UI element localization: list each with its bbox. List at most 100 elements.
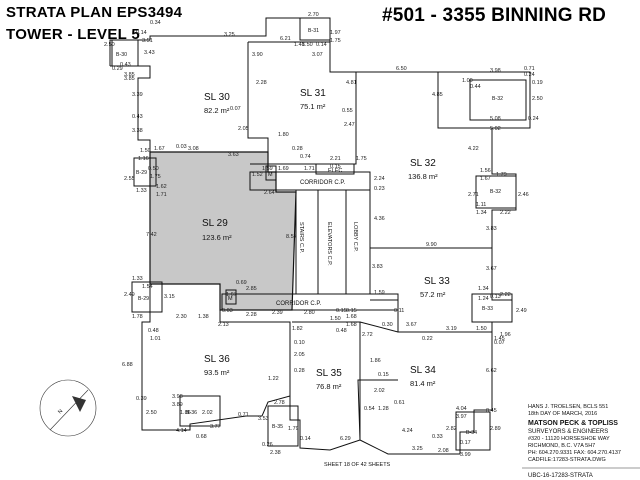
dimension-label: 3.38 [132,128,143,134]
dimension-label: 0.39 [136,396,147,402]
dimension-label: 3.19 [446,326,457,332]
dimension-label: 0.69 [236,280,247,286]
lobby-core [345,189,371,295]
locker-b32-mid[interactable] [475,175,517,209]
b30-label: B-30 [116,52,127,58]
dimension-label: 0.54 [364,406,375,412]
dimension-label: 3.99 [460,452,471,458]
locker-b36[interactable] [179,395,221,427]
surveyor-name: HANS J. TROELSEN, BCLS 551 [528,404,608,410]
sl33-label: SL 33 [424,276,450,287]
dimension-label: 0.48 [148,328,159,334]
firm-address-2: RICHMOND, B.C. V7A 5H7 [528,443,595,449]
dimension-label: 1.54 [142,284,153,290]
dimension-label: 2.02 [202,410,213,416]
dimension-label: 2.08 [438,448,449,454]
dimension-label: 2.80 [304,310,315,316]
dimension-label: 1.34 [478,286,489,292]
dimension-labels: 3.25 6.21 2.70 0.34 2.50 3.51 0.14 3.43 … [104,12,543,458]
dimension-label: 3.67 [486,266,497,272]
surveyor-block: HANS J. TROELSEN, BCLS 551 18th DAY OF M… [528,404,621,463]
m-room-lower [225,289,237,305]
dimension-label: 1.01 [150,336,161,342]
sl35-label: SL 35 [316,368,342,379]
b31-label: B-31 [308,28,319,34]
dimension-label: 1.67 [154,146,165,152]
dimension-label: 1.33 [136,188,147,194]
dimension-label: 0.23 [374,186,385,192]
locker-b32-top[interactable] [469,79,527,121]
sl30-label: SL 30 [204,92,230,103]
dimension-label: 1.71 [304,166,315,172]
dimension-label: 1.48 [294,42,305,48]
sl29-area: 123.6 m² [202,233,232,242]
lot-sl29-fill[interactable] [149,151,297,311]
dimension-label: 0.15 [336,308,347,314]
dimension-label: 1.75 [356,156,367,162]
dimension-label: 3.15 [164,294,175,300]
dimension-label: 0.15 [378,372,389,378]
locker-b33[interactable] [471,293,513,323]
sl34-area: 81.4 m² [410,379,436,388]
locker-b30[interactable] [111,39,139,67]
locker-b29-lower[interactable] [131,281,163,313]
dimension-label: 0.28 [292,146,303,152]
dimension-label: 6.88 [122,362,133,368]
dimension-label: 1.78 [132,314,143,320]
dimension-label: 2.49 [516,308,527,314]
dimension-label: 1.68 [346,314,357,320]
locker-b34[interactable] [455,411,491,451]
dimension-label: 3.85 [124,72,135,78]
dimension-label: 2.05 [294,352,305,358]
locker-b35[interactable] [267,405,299,447]
dimension-label: 0.07 [230,106,241,112]
dimension-label: 3.25 [224,32,235,38]
dimension-label: 1.79 [288,426,299,432]
b29-upper-label: B-29 [136,170,147,176]
dimension-label: 0.14 [136,30,147,36]
dimension-label: 1.16 [138,156,149,162]
dimension-label: 1.50 [302,42,313,48]
dimension-label: 0.48 [336,328,347,334]
dimension-label: 0.22 [422,336,433,342]
dimension-label: 1.50 [140,148,151,154]
sl29-label: SL 29 [202,218,228,229]
dimension-label: 5.08 [490,116,501,122]
dimension-label: 1.38 [198,314,209,320]
lobby-label: LOBBY C.P. [352,222,358,252]
firm-phone: PH: 604.270.9331 FAX: 604.270.4137 [528,450,621,456]
dimension-label: 2.64 [264,190,275,196]
dimension-label: 6.21 [280,36,291,42]
dimension-label: 1.67 [226,292,237,298]
dimension-label: 6.50 [396,66,407,72]
locker-b29-upper[interactable] [133,157,157,187]
elevators-label: ELEVATORS C.P. [326,222,332,266]
dimension-label: 1.75 [150,174,161,180]
building-outline-north [109,17,531,129]
m-room-upper [265,165,277,181]
dimension-label: 0.10 [294,340,305,346]
svg-text:N: N [57,408,64,415]
dimension-label: 0.33 [432,434,443,440]
dimension-label: 0.26 [262,442,273,448]
dimension-label: 2.49 [124,292,135,298]
dimension-label: 4.81 [346,80,357,86]
dimension-label: 2.39 [272,310,283,316]
locker-b31[interactable] [299,17,331,41]
dimension-label: 0.61 [394,400,405,406]
dimension-label: 3.98 [490,68,501,74]
lot-sl30-boundary [110,42,269,153]
dimension-label: 1.34 [476,210,487,216]
b36-label: B-36 [186,410,197,416]
dimension-label: 2.72 [362,332,373,338]
dimension-label: 2.02 [374,388,385,394]
dimension-label: 2.47 [344,122,355,128]
dimension-label: 2.38 [270,450,281,456]
dimension-label: 0.34 [150,20,161,26]
dimension-label: 1.67 [480,176,491,182]
dimension-label: 2.71 [468,192,479,198]
dimension-label: 1.45 [494,336,505,342]
dimension-label: 0.43 [132,114,143,120]
dimension-label: 3.07 [312,52,323,58]
dimension-label: 1.97 [330,30,341,36]
